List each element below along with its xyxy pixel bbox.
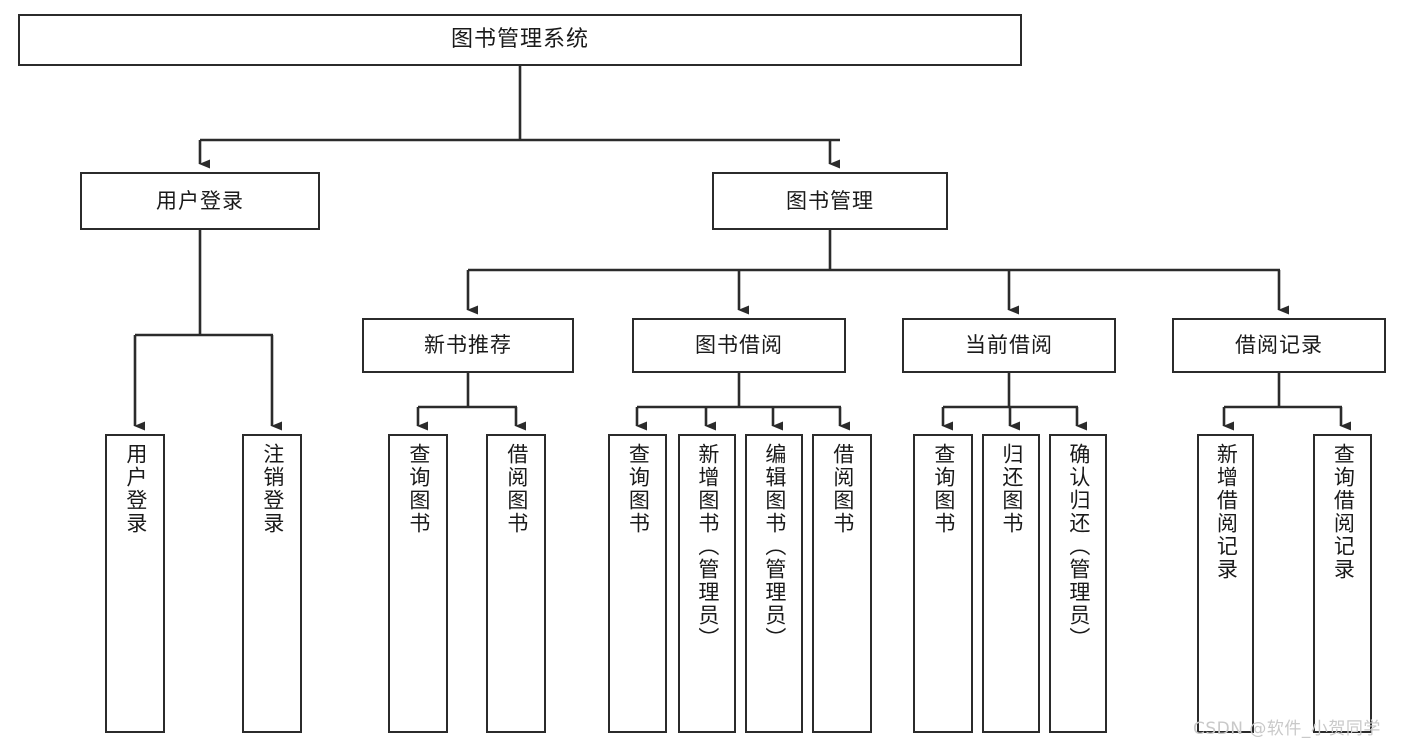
node-leaf-edit-book-label: 编辑图书（管理员） <box>762 443 787 650</box>
node-user-login[interactable]: 用户登录 <box>80 172 320 230</box>
node-leaf-user-login-label: 用户登录 <box>123 443 148 535</box>
node-leaf-borrow-book-rec-label: 借阅图书 <box>504 443 529 535</box>
node-book-borrow-label: 图书借阅 <box>695 333 783 358</box>
node-leaf-query-book-br-label: 查询图书 <box>626 443 651 535</box>
node-leaf-confirm-return-label: 确认归还（管理员） <box>1066 443 1091 650</box>
node-leaf-logout-label: 注销登录 <box>260 443 285 535</box>
node-current-borrow-label: 当前借阅 <box>965 333 1053 358</box>
node-book-manage-label: 图书管理 <box>786 188 874 213</box>
node-leaf-add-book-label: 新增图书（管理员） <box>695 443 720 650</box>
node-leaf-add-book[interactable]: 新增图书（管理员） <box>678 434 736 733</box>
node-leaf-query-book-rec[interactable]: 查询图书 <box>388 434 448 733</box>
node-leaf-user-login[interactable]: 用户登录 <box>105 434 165 733</box>
node-new-book-rec-label: 新书推荐 <box>424 333 512 358</box>
node-book-borrow[interactable]: 图书借阅 <box>632 318 846 373</box>
node-new-book-rec[interactable]: 新书推荐 <box>362 318 574 373</box>
node-leaf-return-book-label: 归还图书 <box>999 443 1024 535</box>
node-leaf-borrow-book-br-label: 借阅图书 <box>830 443 855 535</box>
node-leaf-query-book-cb[interactable]: 查询图书 <box>913 434 973 733</box>
node-current-borrow[interactable]: 当前借阅 <box>902 318 1116 373</box>
node-root-label: 图书管理系统 <box>450 27 589 53</box>
node-user-login-label: 用户登录 <box>156 188 244 213</box>
node-leaf-query-record-label: 查询借阅记录 <box>1331 443 1356 581</box>
node-borrow-record[interactable]: 借阅记录 <box>1172 318 1386 373</box>
node-leaf-query-record[interactable]: 查询借阅记录 <box>1313 434 1372 733</box>
csdn-watermark: CSDN @软件_小贺同学 <box>1193 719 1381 739</box>
node-leaf-borrow-book-rec[interactable]: 借阅图书 <box>486 434 546 733</box>
node-leaf-logout[interactable]: 注销登录 <box>242 434 302 733</box>
node-leaf-query-book-rec-label: 查询图书 <box>406 443 431 535</box>
node-book-manage[interactable]: 图书管理 <box>712 172 948 230</box>
node-leaf-confirm-return[interactable]: 确认归还（管理员） <box>1049 434 1107 733</box>
node-leaf-query-book-cb-label: 查询图书 <box>931 443 956 535</box>
node-leaf-return-book[interactable]: 归还图书 <box>982 434 1040 733</box>
node-borrow-record-label: 借阅记录 <box>1235 333 1323 358</box>
node-leaf-borrow-book-br[interactable]: 借阅图书 <box>812 434 872 733</box>
node-root[interactable]: 图书管理系统 <box>18 14 1022 66</box>
node-leaf-add-record-label: 新增借阅记录 <box>1214 443 1239 581</box>
node-leaf-query-book-br[interactable]: 查询图书 <box>608 434 667 733</box>
node-leaf-edit-book[interactable]: 编辑图书（管理员） <box>745 434 803 733</box>
node-leaf-add-record[interactable]: 新增借阅记录 <box>1197 434 1254 733</box>
